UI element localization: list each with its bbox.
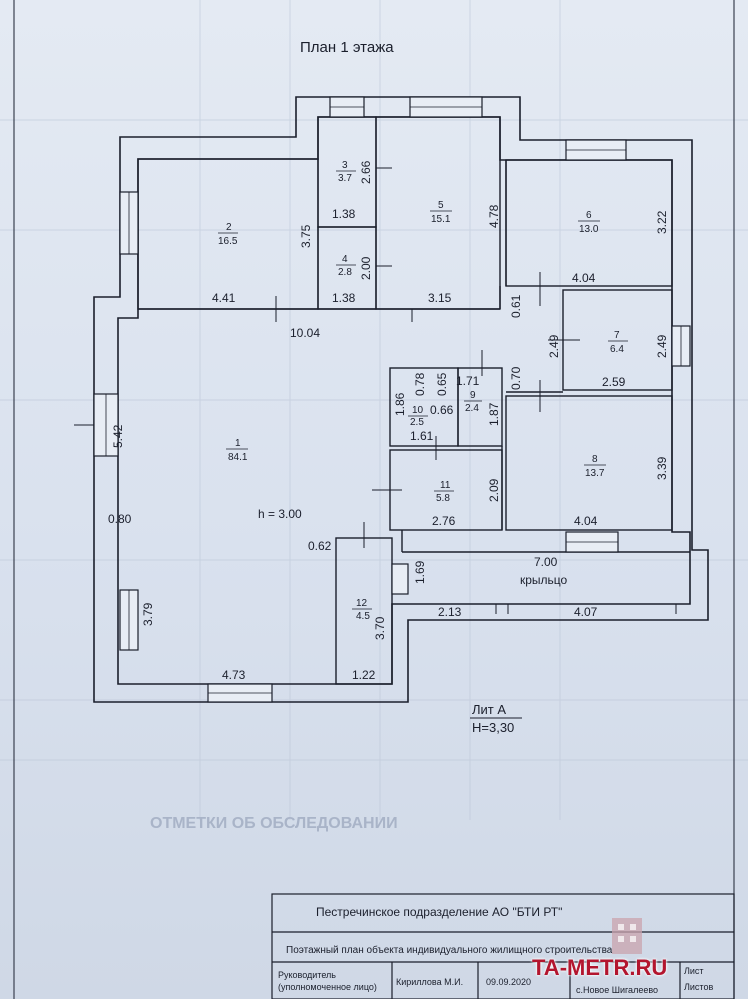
- dim-1-71: 1.71: [456, 374, 480, 388]
- dim-2-49-right: 2.49: [655, 334, 669, 358]
- stamp-person: Кириллова М.И.: [396, 977, 463, 987]
- room-5-number: 5: [438, 200, 444, 211]
- dim-5-42: 5.42: [111, 424, 125, 448]
- watermark-building-icon: [612, 918, 642, 954]
- porch-label: крыльцо: [520, 573, 568, 587]
- room-11-area: 5.8: [436, 493, 450, 504]
- room-2-number: 2: [226, 222, 232, 233]
- dim-0-80: 0.80: [108, 512, 132, 526]
- dim-4-78: 4.78: [487, 204, 501, 228]
- dim-1-87: 1.87: [487, 402, 501, 426]
- dim-1-38-top: 1.38: [332, 207, 356, 221]
- room-4-number: 4: [342, 254, 348, 265]
- stamp-sheet: Лист: [684, 966, 704, 976]
- room-12-number: 12: [356, 598, 368, 609]
- dim-0-70: 0.70: [509, 366, 523, 390]
- room-4-area: 2.8: [338, 267, 352, 278]
- room-7-area: 6.4: [610, 344, 624, 355]
- stamp-role-sub: (уполномоченное лицо): [278, 982, 377, 992]
- dim-0-66: 0.66: [430, 403, 454, 417]
- dim-7-00: 7.00: [534, 555, 558, 569]
- dim-4-07: 4.07: [574, 605, 598, 619]
- dim-2-59: 2.59: [602, 375, 626, 389]
- stamp-document-title: Поэтажный план объекта индивидуального ж…: [286, 944, 613, 956]
- room-2-area: 16.5: [218, 236, 238, 247]
- stamp-organization: Пестречинское подразделение АО "БТИ РТ": [316, 905, 562, 919]
- dim-10-04: 10.04: [290, 326, 320, 340]
- dim-2-76: 2.76: [432, 514, 456, 528]
- dim-0-62: 0.62: [308, 539, 332, 553]
- lit-height: H=3,30: [472, 720, 514, 735]
- room-1-area: 84.1: [228, 452, 248, 463]
- room-12-area: 4.5: [356, 611, 370, 622]
- room-10-number: 10: [412, 405, 424, 416]
- room-9-area: 2.4: [465, 403, 479, 414]
- dim-4-73: 4.73: [222, 668, 246, 682]
- dim-4-04-top: 4.04: [572, 271, 596, 285]
- dim-3-79: 3.79: [141, 602, 155, 626]
- dim-3-22: 3.22: [655, 210, 669, 234]
- dim-1-61: 1.61: [410, 429, 434, 443]
- dim-2-13: 2.13: [438, 605, 462, 619]
- window-mullions: [105, 106, 682, 694]
- watermark-logo: TA-METR.RU: [532, 955, 668, 980]
- room-6-area: 13.0: [579, 224, 599, 235]
- dim-0-61: 0.61: [509, 294, 523, 318]
- ceiling-height-note: h = 3.00: [258, 507, 302, 521]
- room-7-number: 7: [614, 330, 620, 341]
- room-3-area: 3.7: [338, 173, 352, 184]
- lit-label: Лит А: [472, 702, 506, 717]
- dim-3-70: 3.70: [373, 616, 387, 640]
- dim-2-00: 2.00: [359, 256, 373, 280]
- dim-2-66: 2.66: [359, 160, 373, 184]
- dim-4-41: 4.41: [212, 291, 236, 305]
- dim-1-69: 1.69: [413, 560, 427, 584]
- dim-3-39: 3.39: [655, 456, 669, 480]
- room-3-number: 3: [342, 160, 348, 171]
- dim-2-49-left: 2.49: [547, 334, 561, 358]
- dim-1-22: 1.22: [352, 668, 376, 682]
- dim-3-75: 3.75: [299, 224, 313, 248]
- room-10-area: 2.5: [410, 417, 424, 428]
- dim-3-15: 3.15: [428, 291, 452, 305]
- room-1-number: 1: [235, 438, 241, 449]
- dim-1-86: 1.86: [393, 392, 407, 416]
- stamp-sheets: Листов: [684, 982, 713, 992]
- dim-0-65: 0.65: [435, 372, 449, 396]
- room-8-number: 8: [592, 454, 598, 465]
- room-11-number: 11: [440, 480, 451, 491]
- dim-4-04-bottom: 4.04: [574, 514, 598, 528]
- stamp-place: с.Новое Шигалеево: [576, 985, 658, 995]
- room-9-number: 9: [470, 390, 476, 401]
- title-block: [271, 893, 735, 999]
- room-6-number: 6: [586, 210, 592, 221]
- dim-1-38-bottom: 1.38: [332, 291, 356, 305]
- dim-2-09: 2.09: [487, 478, 501, 502]
- dimension-labels: 4.41 3.75 2.66 1.38 2.00 1.38 4.78 3.15 …: [108, 160, 669, 682]
- plan-title: План 1 этажа: [300, 39, 394, 56]
- stamp-date: 09.09.2020: [486, 977, 531, 987]
- faded-heading: ОТМЕТКИ ОБ ОБСЛЕДОВАНИИ: [150, 815, 398, 832]
- stamp-role: Руководитель: [278, 970, 336, 980]
- door-marks: [74, 167, 677, 614]
- dim-0-78: 0.78: [413, 372, 427, 396]
- room-5-area: 15.1: [431, 214, 451, 225]
- room-8-area: 13.7: [585, 468, 605, 479]
- room-labels: 2 16.5 3 3.7 4 2.8 5 15.1 6 13.0 7 6.4 1…: [218, 160, 628, 622]
